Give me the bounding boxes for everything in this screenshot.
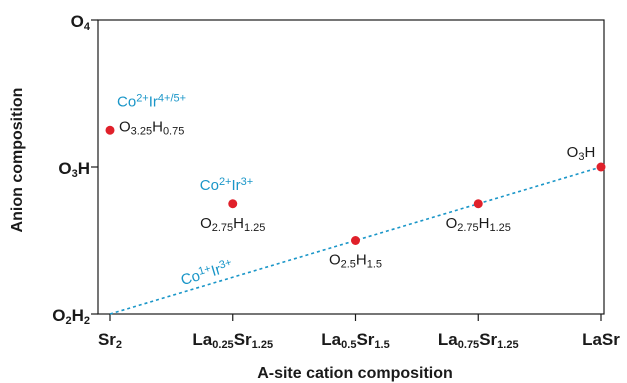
y-axis-title: Anion composition <box>9 88 26 233</box>
y-tick-label-1: O3H <box>58 159 90 180</box>
annotation-1: Co2+Ir3+ <box>200 176 253 194</box>
point-label-1: O2.75H1.25 <box>200 215 265 234</box>
y-tick-label-0: O2H2 <box>52 306 90 327</box>
x-tick-label-0: Sr2 <box>98 330 122 351</box>
x-tick-label-2: La0.5Sr1.5 <box>321 330 389 351</box>
data-point-2 <box>351 236 360 245</box>
annotations: Co2+Ir4+/5+ Co2+Ir3+ Co1+Ir3+ <box>117 93 253 289</box>
annotation-2: Co1+Ir3+ <box>179 257 235 289</box>
data-point-4 <box>596 162 606 172</box>
point-label-0: O3.25H0.75 <box>119 118 184 137</box>
x-axis-title: A-site cation composition <box>257 365 453 382</box>
trend-line <box>109 166 602 315</box>
data-point-1 <box>228 199 238 209</box>
data-points <box>105 125 606 245</box>
point-label-4: O3H <box>567 144 596 163</box>
data-point-3 <box>473 199 483 209</box>
data-point-0 <box>105 125 115 135</box>
point-label-2: O2.5H1.5 <box>329 252 382 271</box>
point-label-3: O2.75H1.25 <box>446 215 511 234</box>
x-tick-label-3: La0.75Sr1.25 <box>438 330 519 351</box>
annotation-0: Co2+Ir4+/5+ <box>117 93 186 111</box>
axes: Sr2 La0.25Sr1.25 La0.5Sr1.5 La0.75Sr1.25 LaS… <box>52 12 620 351</box>
x-tick-label-1: La0.25Sr1.25 <box>192 330 273 351</box>
trend-line-group <box>109 166 602 315</box>
y-tick-label-2: O4 <box>71 12 91 33</box>
x-tick-label-4: LaSr <box>582 330 620 349</box>
